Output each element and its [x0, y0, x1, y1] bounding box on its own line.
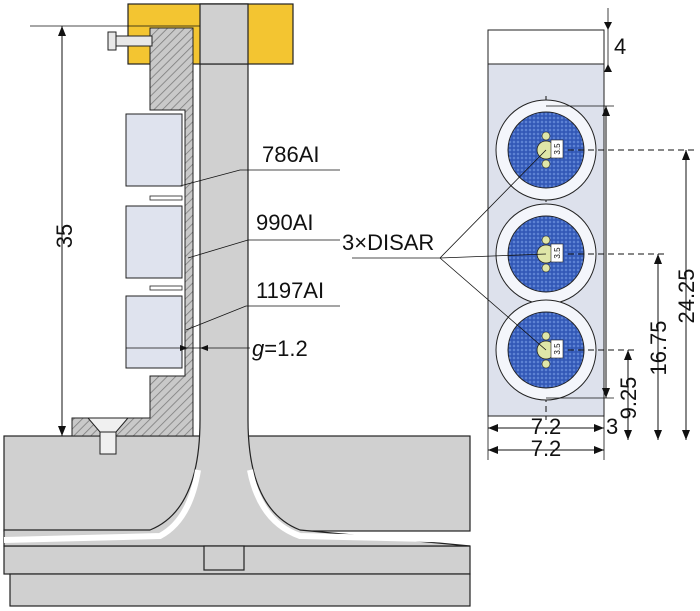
leader-786 — [179, 169, 340, 187]
dim-4-arrow-bottom — [604, 64, 612, 72]
dim-35-label: 35 — [52, 224, 77, 248]
slot-2 — [149, 285, 183, 291]
dim-7-2-bottom-arrow-left — [488, 446, 498, 454]
dim-4-label: 4 — [614, 34, 626, 59]
detector-block-1 — [125, 113, 183, 187]
label-990ai: 990AI — [256, 210, 314, 235]
gap-label: g=1.2 — [252, 336, 308, 361]
panel-top-strip — [487, 29, 605, 65]
detector-block-3 — [125, 295, 183, 369]
dim-16-75-arrow-bottom — [654, 430, 662, 440]
dim-4-arrow-top — [604, 22, 612, 30]
disar-leader-3 — [439, 257, 547, 351]
dim-7-2-top-arrow-right — [594, 424, 604, 432]
dim-7-2-bottom-arrow-right — [594, 446, 604, 454]
bottom-plate — [9, 573, 471, 607]
span-arrow-top — [602, 106, 610, 116]
aperture-3-label: 3.5 — [553, 343, 562, 355]
stem-top — [199, 3, 249, 65]
cross-section: 35 786AI 990AI 1197AI g=1.2 — [3, 3, 471, 607]
gap-arrow-left — [180, 345, 188, 351]
dim-16-75-arrow-top — [654, 254, 662, 264]
slot-1 — [149, 195, 183, 201]
dim-35-arrow-bottom — [58, 426, 66, 436]
disar-leader-2 — [439, 253, 547, 259]
dim-9-25-arrow-top — [624, 350, 632, 360]
disar-label: 3×DISAR — [342, 230, 434, 255]
hatched-holder — [71, 27, 194, 437]
dim-7-2-top-arrow-left — [488, 424, 498, 432]
leader-1197 — [185, 305, 340, 331]
screw — [111, 35, 153, 47]
base-block-right — [247, 435, 471, 532]
aperture-1-label: 3.5 — [553, 143, 562, 155]
countersunk-screw-body — [99, 431, 117, 455]
dim-7-2-top-label: 7.2 — [531, 414, 562, 439]
label-1197ai: 1197AI — [256, 278, 324, 303]
dim-7-2-bottom-label: 7.2 — [531, 436, 562, 461]
dim-24-25-arrow-bottom — [682, 430, 690, 440]
aperture-2-label: 3.5 — [553, 247, 562, 259]
curve-gap-right — [247, 469, 471, 543]
dim-24-25-label: 24.25 — [674, 268, 699, 323]
gap-arrow-right — [200, 345, 208, 351]
dim-9-25-arrow-bottom — [624, 430, 632, 440]
leader-990 — [187, 239, 340, 259]
detector-block-2 — [125, 205, 183, 279]
dim-16-75-label: 16.75 — [646, 320, 671, 375]
front-view: 3.5 3.5 3.5 3×DISAR — [342, 8, 699, 461]
span-arrow-bottom — [602, 388, 610, 398]
dim-3-label: 3 — [606, 414, 618, 439]
curve-gap-left — [3, 469, 201, 543]
disar-leader-1 — [439, 149, 547, 259]
dim-9-25-label: 9.25 — [616, 377, 641, 420]
screw-head — [107, 31, 117, 51]
dim-35-arrow-top — [58, 26, 66, 36]
center-notch — [203, 545, 245, 571]
dim-24-25-arrow-top — [682, 150, 690, 160]
label-786ai: 786AI — [262, 142, 320, 167]
